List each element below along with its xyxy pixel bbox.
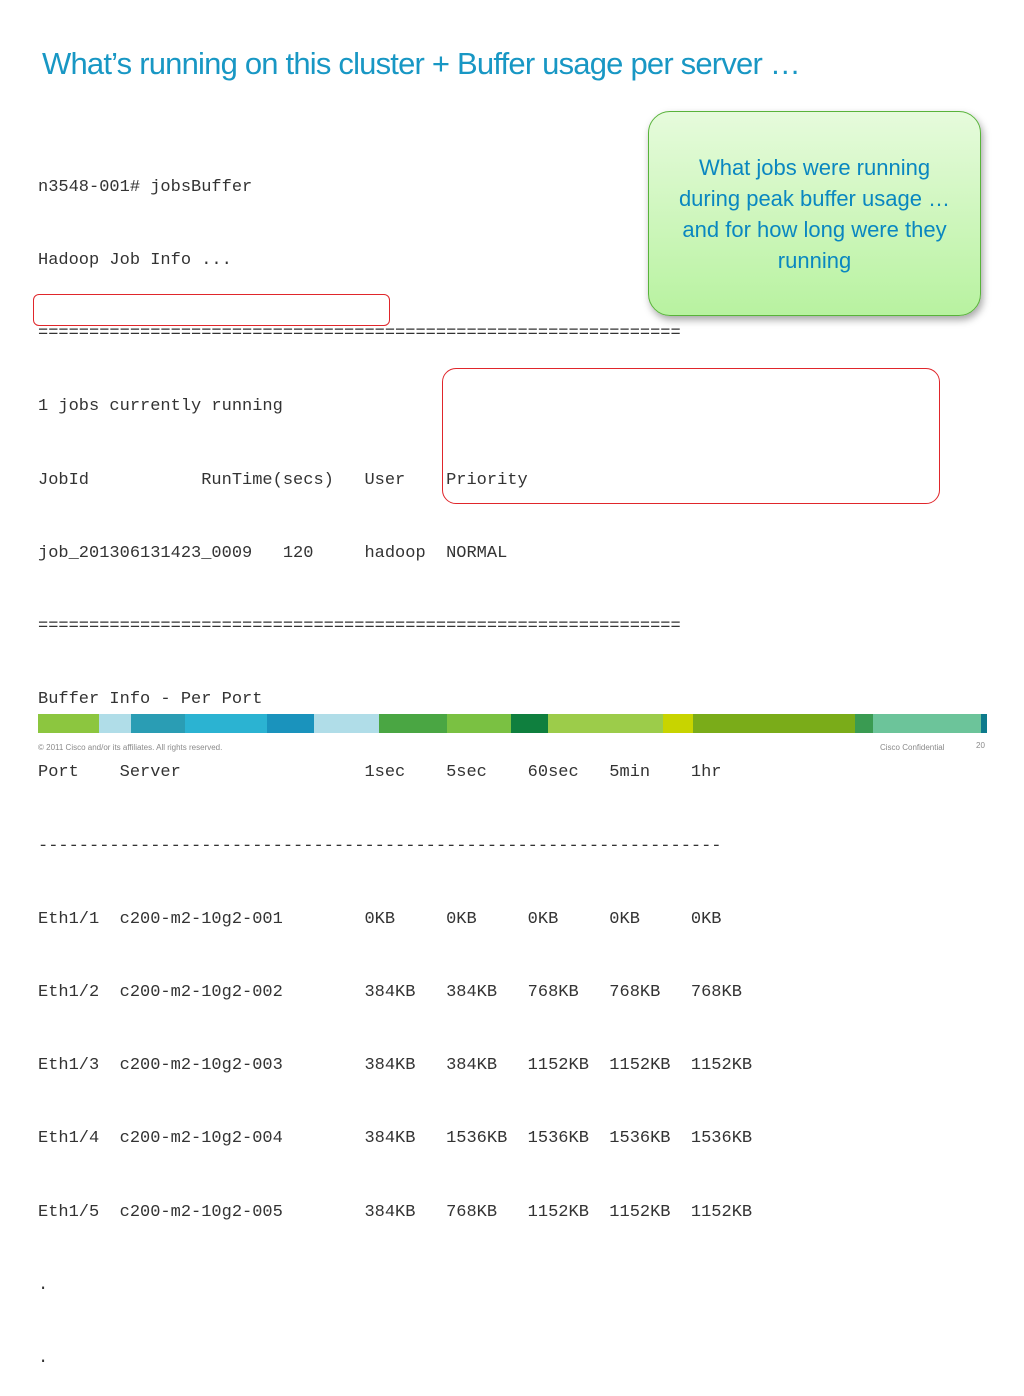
terminal-line: . [38, 1275, 49, 1295]
terminal-line: Buffer Info - Per Port [38, 690, 263, 710]
terminal-line: Eth1/3 c200-m2-10g2-003 384KB 384KB 1152… [38, 1056, 753, 1076]
footer-bar-segment [663, 714, 693, 733]
terminal-line: ----------------------------------------… [38, 836, 722, 856]
terminal-line: n3548-001# jobsBuffer [38, 177, 253, 197]
callout-text: What jobs were running during peak buffe… [678, 154, 951, 273]
terminal-line: ========================================… [38, 617, 681, 637]
buffer-info-highlight [33, 294, 390, 326]
terminal-line: 1 jobs currently running [38, 397, 283, 417]
terminal-line: Port Server 1sec 5sec 60sec 5min 1hr [38, 763, 722, 783]
footer-bar-segment [379, 714, 447, 733]
footer-bar-segment [548, 714, 663, 733]
footer-bar-segment [693, 714, 855, 733]
callout-box: What jobs were running during peak buffe… [648, 111, 981, 316]
terminal-line: JobId RunTime(secs) User Priority [38, 470, 528, 490]
footer-bar-segment [855, 714, 873, 733]
footer-bar-segment [38, 714, 99, 733]
terminal-line: Hadoop Job Info ... [38, 251, 232, 271]
terminal-line: ========================================… [38, 324, 681, 344]
terminal-line: Eth1/2 c200-m2-10g2-002 384KB 384KB 768K… [38, 983, 742, 1003]
footer-bar-segment [873, 714, 981, 733]
footer-bar-segment [447, 714, 511, 733]
buffer-values-highlight [442, 368, 940, 504]
footer-bar-segment [185, 714, 267, 733]
page-number: 20 [976, 741, 985, 750]
footer-bar-segment [267, 714, 314, 733]
terminal-line: job_201306131423_0009 120 hadoop NORMAL [38, 543, 508, 563]
copyright-text: © 2011 Cisco and/or its affiliates. All … [38, 743, 223, 752]
confidential-label: Cisco Confidential [880, 743, 945, 752]
footer-bar-segment [314, 714, 379, 733]
footer-bar-segment [981, 714, 987, 733]
terminal-line: Eth1/1 c200-m2-10g2-001 0KB 0KB 0KB 0KB … [38, 909, 722, 929]
footer-color-bar [38, 714, 987, 733]
terminal-line: Eth1/5 c200-m2-10g2-005 384KB 768KB 1152… [38, 1202, 753, 1222]
terminal-line: . [38, 1349, 49, 1369]
footer-bar-segment [99, 714, 131, 733]
slide-title: What’s running on this cluster + Buffer … [42, 46, 801, 81]
footer-bar-segment [131, 714, 185, 733]
terminal-line: Eth1/4 c200-m2-10g2-004 384KB 1536KB 153… [38, 1129, 753, 1149]
footer-bar-segment [511, 714, 548, 733]
